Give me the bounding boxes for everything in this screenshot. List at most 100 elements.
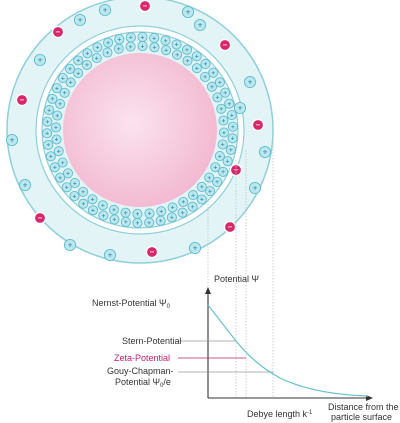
plus-ion-icon: + <box>92 42 103 53</box>
plus-ion-icon: + <box>178 196 189 208</box>
zeta-label: Zeta-Potential <box>114 353 170 363</box>
svg-text:+: + <box>175 52 179 58</box>
plus-ion-icon: + <box>214 77 225 88</box>
particle-core <box>63 53 217 207</box>
svg-text:+: + <box>218 80 222 86</box>
plus-ion-icon: + <box>214 151 225 162</box>
debye-label: Debye length k-1 <box>247 409 313 419</box>
svg-text:+: + <box>107 251 112 259</box>
svg-text:+: + <box>67 241 72 249</box>
svg-text:+: + <box>203 62 207 68</box>
svg-text:+: + <box>180 210 184 216</box>
svg-text:+: + <box>85 51 89 57</box>
plus-ion-icon: + <box>222 156 233 167</box>
potential-graph: Potential Ψ Nernst-Potential Ψ0 Stern-Po… <box>92 274 399 422</box>
svg-text:−: − <box>55 28 60 36</box>
svg-text:−: − <box>255 121 260 129</box>
plus-ion-icon: + <box>55 172 66 183</box>
svg-text:+: + <box>215 95 219 101</box>
plus-ion-icon: + <box>78 198 89 209</box>
plus-ion-icon: + <box>204 186 216 197</box>
svg-text:+: + <box>218 154 222 160</box>
svg-text:+: + <box>225 159 229 165</box>
svg-text:+: + <box>147 211 151 217</box>
minus-ion-icon: − <box>138 0 152 13</box>
plus-ion-icon: + <box>171 39 182 50</box>
svg-text:+: + <box>227 101 231 107</box>
svg-text:+: + <box>123 210 127 216</box>
y-axis-arrow-icon <box>205 287 211 294</box>
svg-text:+: + <box>45 119 49 125</box>
svg-text:+: + <box>219 107 223 113</box>
plus-ion-icon: + <box>108 204 119 215</box>
plus-ion-icon: + <box>125 41 136 52</box>
plus-ion-icon: + <box>59 87 70 98</box>
svg-text:+: + <box>129 35 133 41</box>
minus-ion-icon: − <box>33 211 47 225</box>
plus-ion-icon: + <box>225 144 236 155</box>
plus-ion-icon: + <box>196 194 207 205</box>
plus-ion-icon: + <box>227 121 238 132</box>
plus-ion-icon: + <box>177 207 188 218</box>
particle-group: ++++++++++++++++++++++++++++++++++++++++… <box>5 0 274 264</box>
svg-text:+: + <box>203 75 207 81</box>
svg-text:+: + <box>60 160 64 166</box>
svg-text:+: + <box>210 84 214 90</box>
plus-ion-icon: + <box>43 139 54 150</box>
minus-ion-icon: − <box>251 118 265 132</box>
svg-text:+: + <box>194 54 198 60</box>
svg-text:+: + <box>262 148 267 156</box>
svg-text:+: + <box>191 193 195 199</box>
plus-ion-icon: + <box>206 81 218 92</box>
svg-text:+: + <box>152 45 156 51</box>
stern-label: Stern-Potential <box>122 336 182 346</box>
svg-text:+: + <box>230 136 234 142</box>
svg-text:+: + <box>54 125 58 131</box>
svg-text:+: + <box>102 6 107 14</box>
plus-ion-icon: + <box>52 110 63 121</box>
plus-ion-icon: + <box>18 178 32 192</box>
svg-text:+: + <box>53 165 57 171</box>
plus-ion-icon: + <box>57 73 68 84</box>
svg-text:+: + <box>58 175 62 181</box>
svg-text:+: + <box>22 181 27 189</box>
x-axis-label-line1: Distance from the <box>328 402 399 412</box>
minus-ion-icon: − <box>218 38 232 52</box>
svg-text:−: − <box>149 248 154 256</box>
svg-text:+: + <box>159 209 163 215</box>
plus-ion-icon: + <box>113 43 124 54</box>
plus-ion-icon: + <box>61 182 72 193</box>
svg-text:+: + <box>164 48 168 54</box>
svg-text:−: − <box>227 223 232 231</box>
plus-ion-icon: + <box>64 63 76 74</box>
plus-ion-icon: + <box>114 34 125 45</box>
plus-ion-icon: + <box>224 98 235 109</box>
plus-ion-icon: + <box>166 212 177 223</box>
svg-text:+: + <box>252 184 257 192</box>
plus-ion-icon: + <box>87 205 99 216</box>
y-axis-label: Potential Ψ <box>214 274 259 284</box>
plus-ion-icon: + <box>258 145 272 159</box>
plus-ion-icon: + <box>109 214 120 225</box>
gouy-label-line2: Potential Ψ0/e <box>115 377 171 389</box>
svg-text:+: + <box>81 201 85 207</box>
plus-ion-icon: + <box>204 172 215 183</box>
plus-ion-icon: + <box>167 202 178 213</box>
plus-ion-icon: + <box>218 115 229 126</box>
svg-text:+: + <box>9 136 14 144</box>
plus-ion-icon: + <box>187 201 198 212</box>
svg-text:+: + <box>58 102 62 108</box>
plus-ion-icon: + <box>218 127 230 138</box>
svg-text:+: + <box>192 244 197 252</box>
plus-ion-icon: + <box>42 128 53 139</box>
svg-text:+: + <box>62 91 66 97</box>
svg-text:+: + <box>124 220 128 226</box>
plus-ion-icon: + <box>137 40 148 52</box>
minus-ion-icon: − <box>145 245 159 259</box>
svg-text:+: + <box>230 113 234 119</box>
svg-text:+: + <box>85 63 89 69</box>
svg-text:+: + <box>101 213 105 219</box>
svg-text:+: + <box>112 208 116 214</box>
plus-ion-icon: + <box>98 210 109 221</box>
svg-text:+: + <box>112 217 116 223</box>
